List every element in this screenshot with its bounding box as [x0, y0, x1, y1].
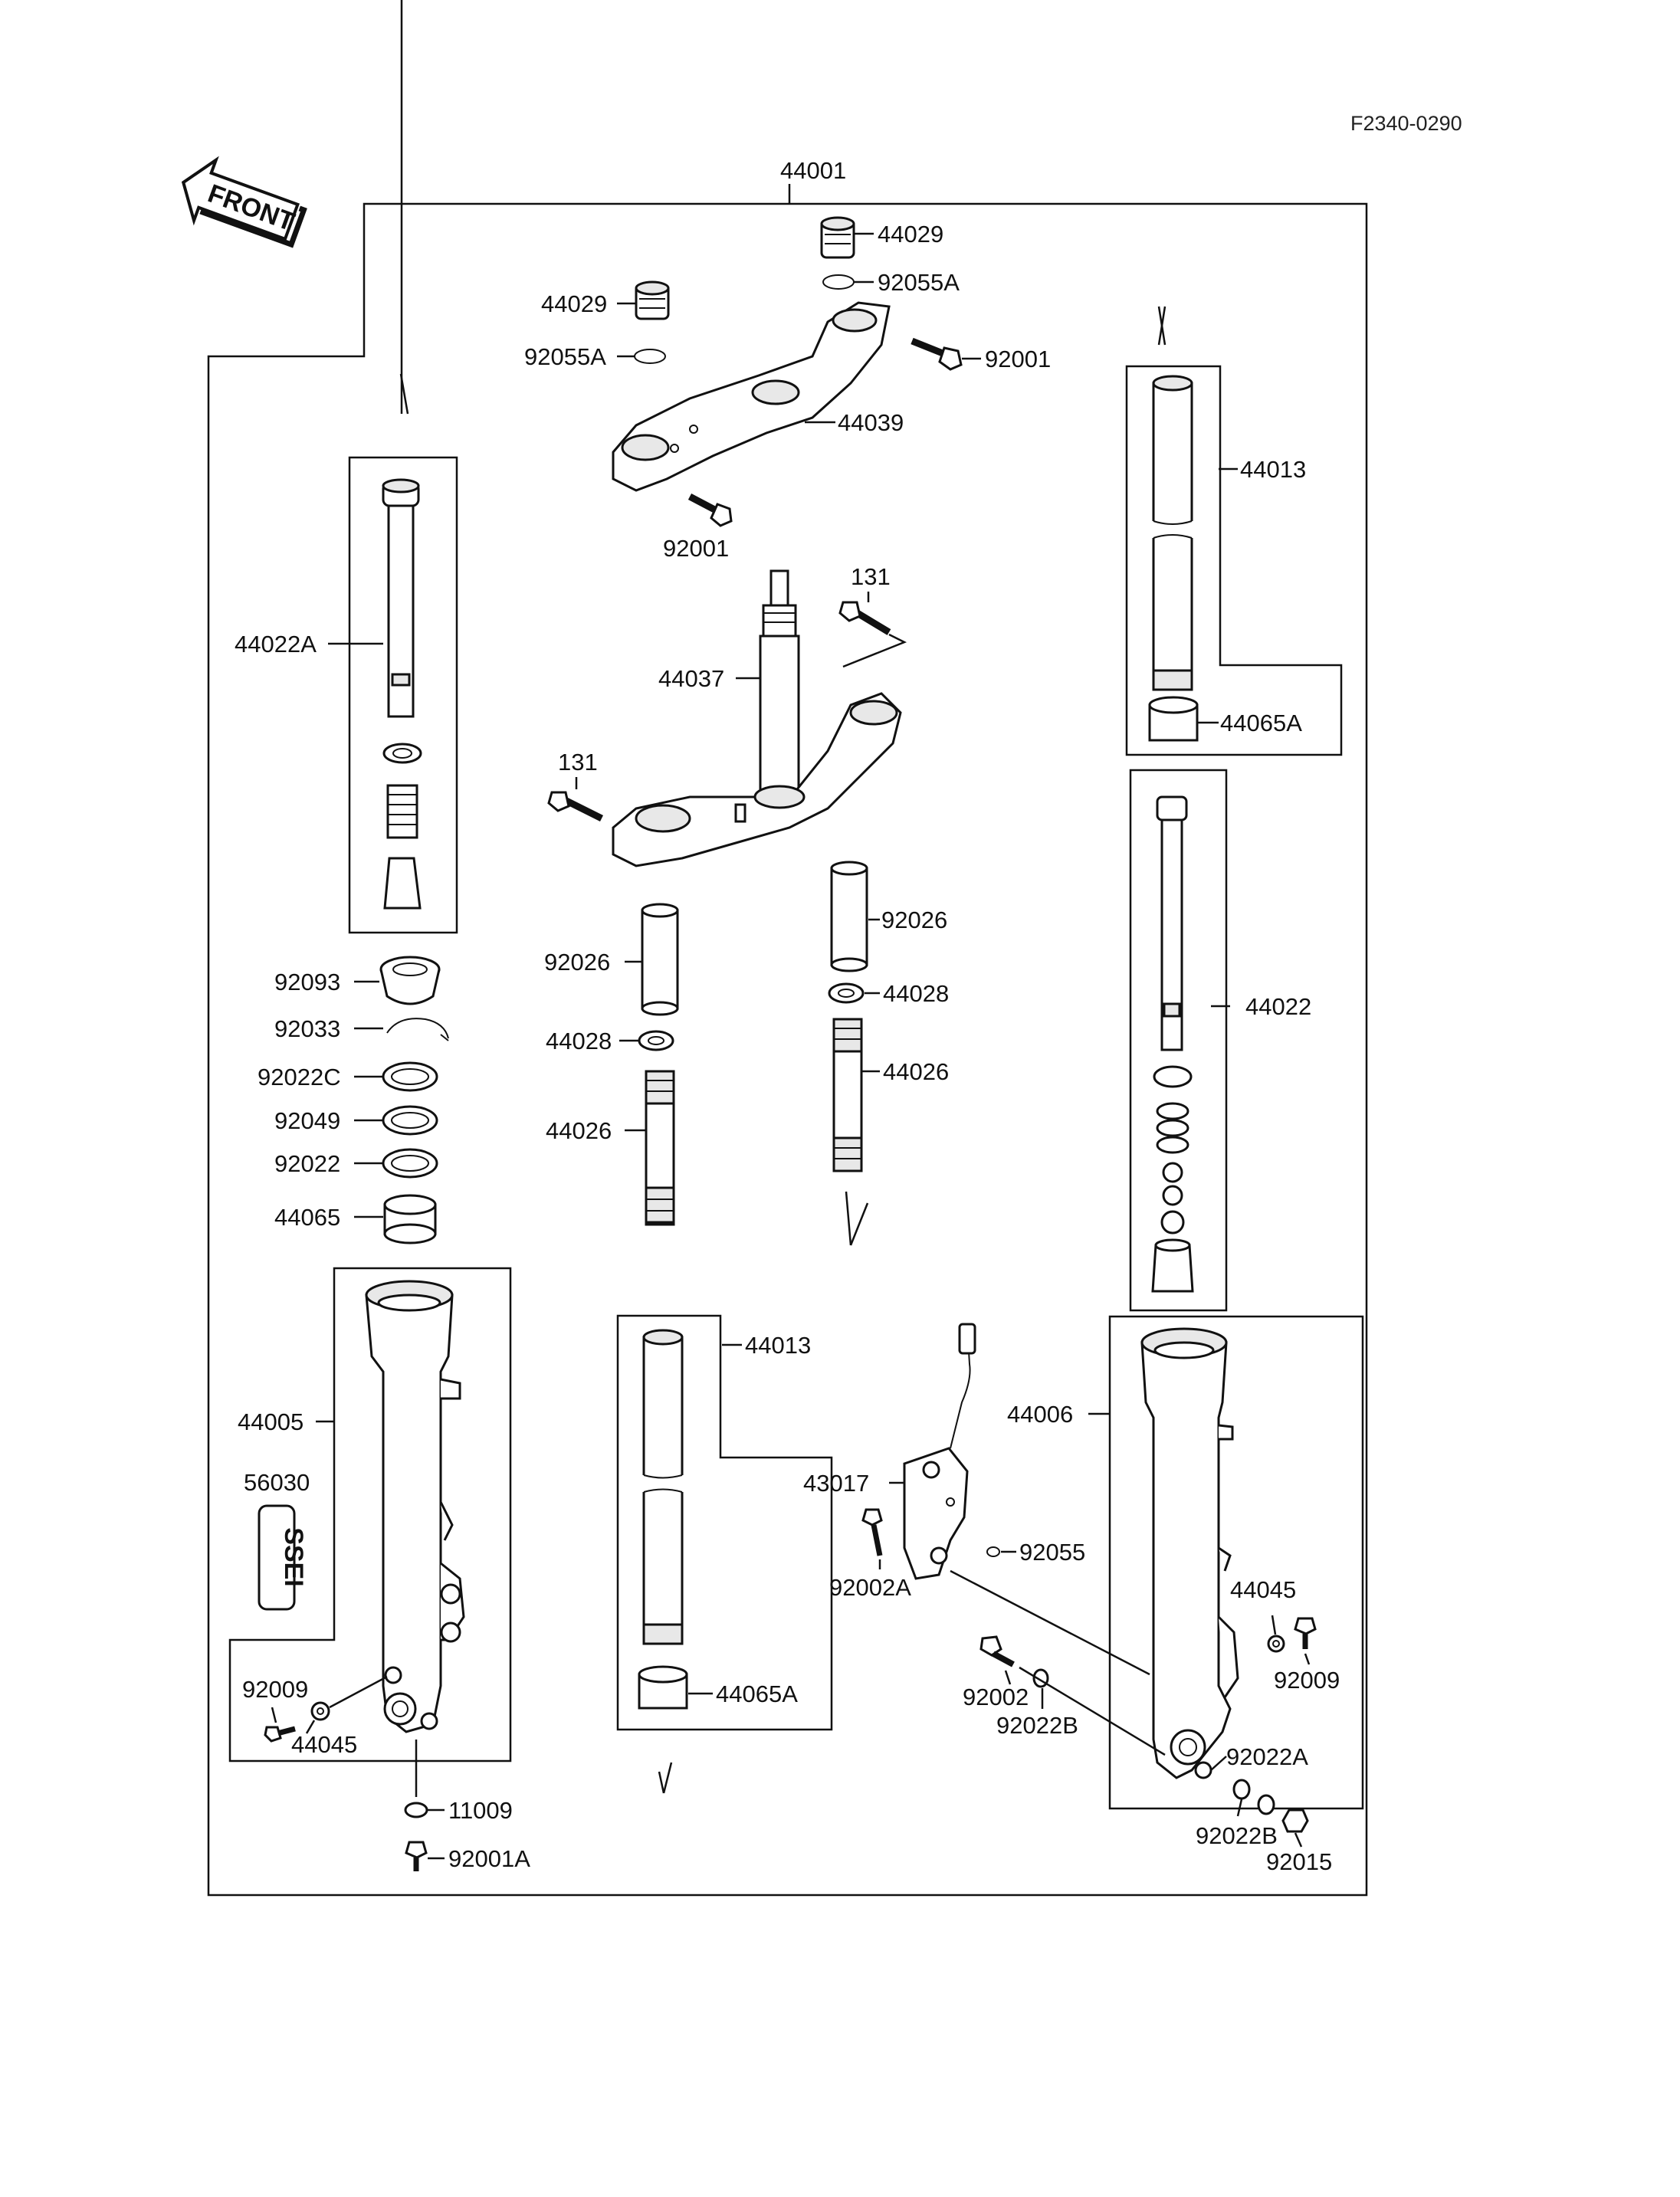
label-131-upper: 131: [851, 563, 891, 590]
label-44026-left: 44026: [546, 1117, 612, 1144]
assembly-outline: [207, 202, 1368, 1897]
bush-44065A-right-icon: [1148, 696, 1199, 742]
inner-tube-center-icon: [642, 1329, 684, 1645]
label-92002A: 92002A: [829, 1574, 911, 1601]
label-44065: 44065: [274, 1204, 340, 1231]
damper-rod-right-icon: [1151, 795, 1194, 1293]
damper-rod-left-box: [348, 456, 458, 934]
damper-rod-right-box: [1129, 769, 1228, 1312]
label-11009: 11009: [448, 1797, 513, 1824]
oil-seal-icon: [379, 956, 441, 1005]
drain-washer-icon: [404, 1802, 428, 1818]
label-92022: 92022: [274, 1150, 340, 1177]
label-92015: 92015: [1266, 1848, 1332, 1875]
label-92055A-right: 92055A: [878, 269, 960, 296]
label-44029-right: 44029: [878, 221, 943, 248]
label-92022A: 92022A: [1226, 1743, 1308, 1770]
spring-44026-left-icon: [645, 1070, 675, 1226]
drawing-code: F2340-0290: [1350, 112, 1462, 135]
label-56030: 56030: [244, 1469, 310, 1496]
bolt-92002A-icon: [861, 1508, 883, 1556]
label-92009-right: 92009: [1274, 1667, 1340, 1694]
label-92001-lower: 92001: [663, 535, 729, 562]
bolt-92009-left-icon: [264, 1726, 296, 1743]
label-44001: 44001: [780, 157, 846, 184]
spacer-92026-right-icon: [830, 861, 868, 972]
inner-tube-right-box: [1125, 365, 1343, 756]
label-44065A-center: 44065A: [716, 1681, 798, 1707]
label-44045-right: 44045: [1230, 1576, 1296, 1603]
washer-92022A-icon: [1232, 1779, 1251, 1800]
label-44026-right: 44026: [883, 1058, 949, 1085]
label-92009-left: 92009: [242, 1676, 308, 1703]
spacer-92026-left-icon: [641, 903, 679, 1016]
seat-44028-left-icon: [638, 1030, 674, 1051]
outer-tube-right-icon: [1140, 1327, 1239, 1779]
label-44039: 44039: [838, 409, 904, 436]
label-44028-left: 44028: [546, 1028, 612, 1054]
oring-right-icon: [822, 274, 855, 290]
bolt-131-upper-icon: [838, 601, 891, 635]
label-44045-left: 44045: [291, 1731, 357, 1758]
label-44022: 44022: [1245, 993, 1311, 1020]
drain-bolt-icon: [405, 1841, 428, 1871]
label-92033: 92033: [274, 1015, 340, 1042]
label-44006: 44006: [1007, 1401, 1073, 1428]
bolt-92002-icon: [979, 1635, 1015, 1667]
fork-cap-right-icon: [820, 216, 855, 259]
label-92002: 92002: [963, 1684, 1029, 1710]
label-92022B-lower: 92022B: [1196, 1822, 1278, 1849]
upper-bracket-icon: [612, 301, 891, 492]
bolt-upper-right-icon: [911, 337, 963, 371]
label-43017: 43017: [803, 1470, 869, 1497]
gasket-44045-right-icon: [1267, 1635, 1285, 1653]
emblem-text: SSEI: [279, 1527, 308, 1586]
label-44013-right: 44013: [1240, 456, 1306, 483]
label-92049: 92049: [274, 1107, 340, 1134]
caliper-sensor-icon: [903, 1323, 976, 1580]
label-92001A: 92001A: [448, 1845, 530, 1872]
oring-left-icon: [634, 349, 666, 364]
label-92055A-left: 92055A: [524, 343, 606, 370]
label-92026-right: 92026: [881, 907, 947, 933]
label-44029-left: 44029: [541, 290, 607, 317]
fork-cap-left-icon: [635, 280, 670, 320]
inner-tube-center-box: [616, 1314, 833, 1731]
outer-tube-left-box: [228, 1267, 512, 1763]
emblem-decal: SSEI: [258, 1504, 308, 1611]
label-44013-center: 44013: [745, 1332, 811, 1359]
seat-44028-right-icon: [828, 982, 865, 1004]
bolt-131-left-icon: [547, 791, 604, 822]
bolt-lower-icon: [687, 494, 733, 527]
spring-44026-right-icon: [832, 1018, 863, 1172]
oring-92055-icon: [986, 1546, 1000, 1557]
damper-rod-left-icon: [382, 478, 422, 910]
label-92055: 92055: [1019, 1539, 1085, 1566]
label-44005: 44005: [238, 1408, 304, 1435]
washer-92022B-lower-icon: [1257, 1794, 1275, 1815]
label-44028-right: 44028: [883, 980, 949, 1007]
label-44022A: 44022A: [235, 631, 317, 657]
label-131-left: 131: [558, 749, 598, 776]
label-92001-upper: 92001: [985, 346, 1051, 372]
circlip-icon: [386, 1018, 449, 1041]
bushing-44065-icon: [383, 1194, 437, 1244]
bolt-92009-right-icon: [1294, 1617, 1317, 1649]
label-92026-left: 92026: [544, 949, 610, 976]
front-arrow-icon: FRONT: [181, 156, 307, 248]
gasket-44045-left-icon: [310, 1701, 330, 1721]
label-92093: 92093: [274, 969, 340, 995]
outer-tube-right-box: [1108, 1315, 1364, 1810]
bush-44065A-center-icon: [638, 1665, 688, 1710]
outer-tube-left-icon: [365, 1280, 465, 1733]
label-92022C: 92022C: [258, 1064, 341, 1090]
label-92022B-upper: 92022B: [996, 1712, 1078, 1739]
label-44037: 44037: [658, 665, 724, 692]
nut-92015-icon: [1281, 1808, 1309, 1833]
steering-stem-icon: [612, 569, 902, 867]
inner-tube-right-icon: [1152, 375, 1193, 691]
label-44065A-right: 44065A: [1220, 710, 1302, 736]
